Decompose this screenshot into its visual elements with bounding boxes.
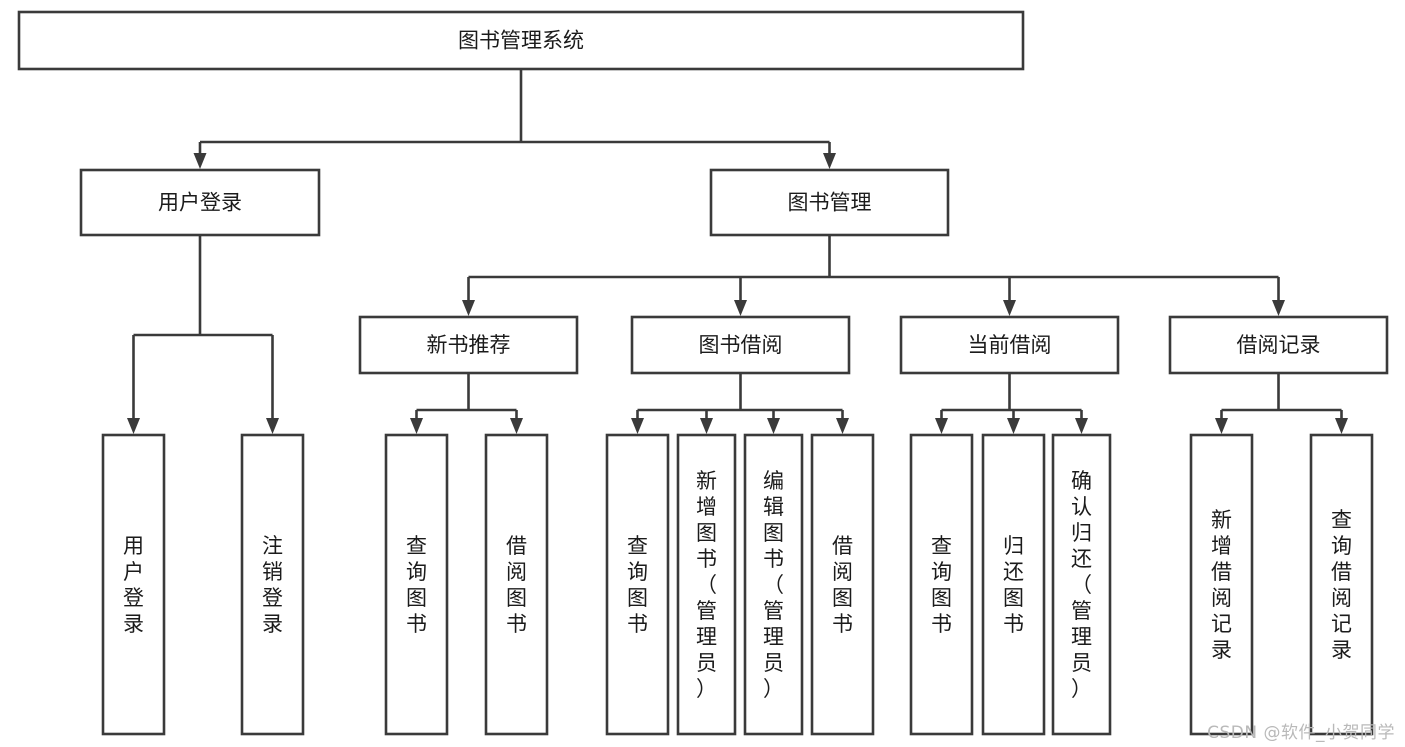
node-box	[484, 433, 549, 736]
arrow-head-icon	[127, 418, 140, 434]
node-box	[17, 10, 1025, 71]
node-label: 新增借阅记录	[1211, 508, 1232, 662]
csdn-watermark: CSDN @软件_小贺同学	[1207, 723, 1395, 743]
node-borrow-add-book[interactable]: 新增图书（管理员）	[676, 433, 737, 736]
arrow-head-icon	[700, 418, 713, 434]
arrow-head-icon	[1335, 418, 1348, 434]
node-label: 借阅记录	[1237, 333, 1321, 357]
node-recommend-borrow-book[interactable]: 借阅图书	[484, 433, 549, 736]
node-label: 确认归还（管理员）	[1071, 469, 1092, 701]
nodes-layer: 图书管理系统用户登录用户登录注销登录图书管理新书推荐查询图书借阅图书图书借阅查询…	[17, 10, 1389, 736]
node-box	[899, 315, 1120, 375]
node-box	[605, 433, 670, 736]
arrow-head-icon	[767, 418, 780, 434]
node-label: 查询借阅记录	[1331, 508, 1352, 662]
node-label: 图书管理	[788, 191, 872, 215]
node-label: 新书推荐	[427, 333, 511, 357]
node-label: 借阅图书	[832, 534, 853, 636]
node-label: 用户登录	[158, 191, 242, 215]
edges-layer	[127, 69, 1348, 434]
node-box	[676, 433, 737, 736]
arrow-head-icon	[1272, 300, 1285, 316]
node-box	[1168, 315, 1389, 375]
node-box	[630, 315, 851, 375]
node-label: 查询图书	[406, 534, 427, 636]
arrow-head-icon	[1075, 418, 1088, 434]
node-book-manage[interactable]: 图书管理	[709, 168, 950, 237]
node-book-borrow[interactable]: 图书借阅	[630, 315, 851, 375]
node-label: 用户登录	[123, 534, 144, 636]
node-box	[384, 433, 449, 736]
node-label: 归还图书	[1003, 534, 1024, 636]
node-record-query[interactable]: 查询借阅记录	[1309, 433, 1374, 736]
node-label: 新增图书（管理员）	[696, 469, 717, 701]
arrow-head-icon	[462, 300, 475, 316]
node-box	[810, 433, 875, 736]
node-new-book-recommend[interactable]: 新书推荐	[358, 315, 579, 375]
node-record-add[interactable]: 新增借阅记录	[1189, 433, 1254, 736]
node-box	[79, 168, 321, 237]
node-borrow-query-book[interactable]: 查询图书	[605, 433, 670, 736]
node-borrow-record[interactable]: 借阅记录	[1168, 315, 1389, 375]
node-box	[240, 433, 305, 736]
arrow-head-icon	[935, 418, 948, 434]
node-label: 图书借阅	[699, 333, 783, 357]
arrow-head-icon	[823, 153, 836, 169]
node-current-confirm-return[interactable]: 确认归还（管理员）	[1051, 433, 1112, 736]
node-borrow-edit-book[interactable]: 编辑图书（管理员）	[743, 433, 804, 736]
node-label: 当前借阅	[968, 333, 1052, 357]
arrow-head-icon	[1003, 300, 1016, 316]
arrow-head-icon	[836, 418, 849, 434]
node-label: 图书管理系统	[458, 29, 584, 53]
arrow-head-icon	[1215, 418, 1228, 434]
arrow-head-icon	[1007, 418, 1020, 434]
node-user-login[interactable]: 用户登录	[79, 168, 321, 237]
node-borrow-borrow-book[interactable]: 借阅图书	[810, 433, 875, 736]
node-root[interactable]: 图书管理系统	[17, 10, 1025, 71]
node-box	[909, 433, 974, 736]
node-current-query-book[interactable]: 查询图书	[909, 433, 974, 736]
node-label: 查询图书	[627, 534, 648, 636]
node-box	[1309, 433, 1374, 736]
arrow-head-icon	[193, 153, 207, 169]
node-current-borrow[interactable]: 当前借阅	[899, 315, 1120, 375]
node-box	[101, 433, 166, 736]
node-label: 注销登录	[262, 534, 283, 636]
node-box	[743, 433, 804, 736]
node-box	[1189, 433, 1254, 736]
arrow-head-icon	[510, 418, 523, 434]
node-label: 借阅图书	[506, 534, 527, 636]
node-user-login-login[interactable]: 用户登录	[101, 433, 166, 736]
node-label: 编辑图书（管理员）	[763, 469, 784, 701]
node-label: 查询图书	[931, 534, 952, 636]
arrow-head-icon	[631, 418, 644, 434]
arrow-head-icon	[266, 418, 279, 434]
node-user-login-logout[interactable]: 注销登录	[240, 433, 305, 736]
node-box	[1051, 433, 1112, 736]
node-box	[709, 168, 950, 237]
node-current-return-book[interactable]: 归还图书	[981, 433, 1046, 736]
arrow-head-icon	[734, 300, 747, 316]
node-recommend-query-book[interactable]: 查询图书	[384, 433, 449, 736]
arrow-head-icon	[410, 418, 423, 434]
node-box	[981, 433, 1046, 736]
node-box	[358, 315, 579, 375]
